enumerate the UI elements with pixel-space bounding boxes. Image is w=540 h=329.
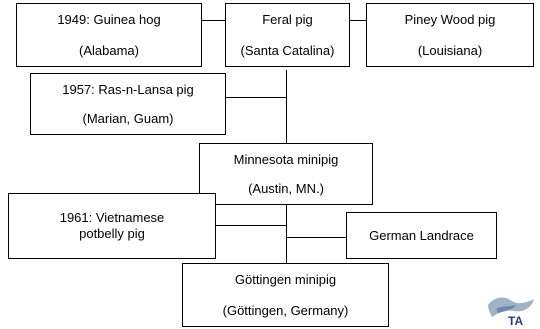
node-piney-wood-pig: Piney Wood pig (Louisiana) (366, 3, 534, 67)
node-piney-wood-pig-title: Piney Wood pig (404, 12, 496, 27)
connector-ras-n-lansa (225, 97, 286, 98)
node-german-landrace: German Landrace (346, 212, 497, 259)
node-guinea-hog: 1949: Guinea hog (Alabama) (16, 3, 202, 67)
node-minnesota-minipig-title: Minnesota minipig (233, 152, 339, 167)
connector-feral-piney (349, 20, 367, 21)
connector-german (286, 237, 347, 238)
node-feral-pig-location: (Santa Catalina) (240, 43, 335, 58)
node-vietnamese-potbelly-pig-line1: 1961: Vietnamese (59, 210, 165, 225)
node-guinea-hog-title: 1949: Guinea hog (57, 12, 161, 27)
connector-guinea-feral (201, 20, 226, 21)
node-piney-wood-pig-location: (Louisiana) (417, 43, 483, 58)
node-gottingen-minipig: Göttingen minipig (Göttingen, Germany) (182, 263, 389, 327)
node-feral-pig: Feral pig (Santa Catalina) (225, 3, 350, 67)
node-minnesota-minipig: Minnesota minipig (Austin, MN.) (199, 143, 373, 205)
node-gottingen-minipig-title: Göttingen minipig (234, 272, 337, 287)
connector-vietnamese (215, 225, 286, 226)
node-feral-pig-title: Feral pig (262, 12, 313, 27)
node-ras-n-lansa-pig-location: (Marian, Guam) (82, 111, 174, 126)
node-vietnamese-potbelly-pig: 1961: Vietnamese potbelly pig (8, 193, 216, 259)
node-ras-n-lansa-pig: 1957: Ras-n-Lansa pig (Marian, Guam) (30, 73, 226, 135)
node-german-landrace-title: German Landrace (369, 227, 474, 243)
node-minnesota-minipig-location: (Austin, MN.) (248, 181, 324, 196)
logo-icon: TA (488, 297, 534, 328)
node-vietnamese-potbelly-pig-line2: potbelly pig (79, 226, 145, 241)
node-ras-n-lansa-pig-title: 1957: Ras-n-Lansa pig (62, 82, 194, 97)
node-gottingen-minipig-location: (Göttingen, Germany) (222, 303, 349, 318)
logo-text: TA (508, 314, 523, 328)
node-guinea-hog-location: (Alabama) (79, 43, 139, 58)
